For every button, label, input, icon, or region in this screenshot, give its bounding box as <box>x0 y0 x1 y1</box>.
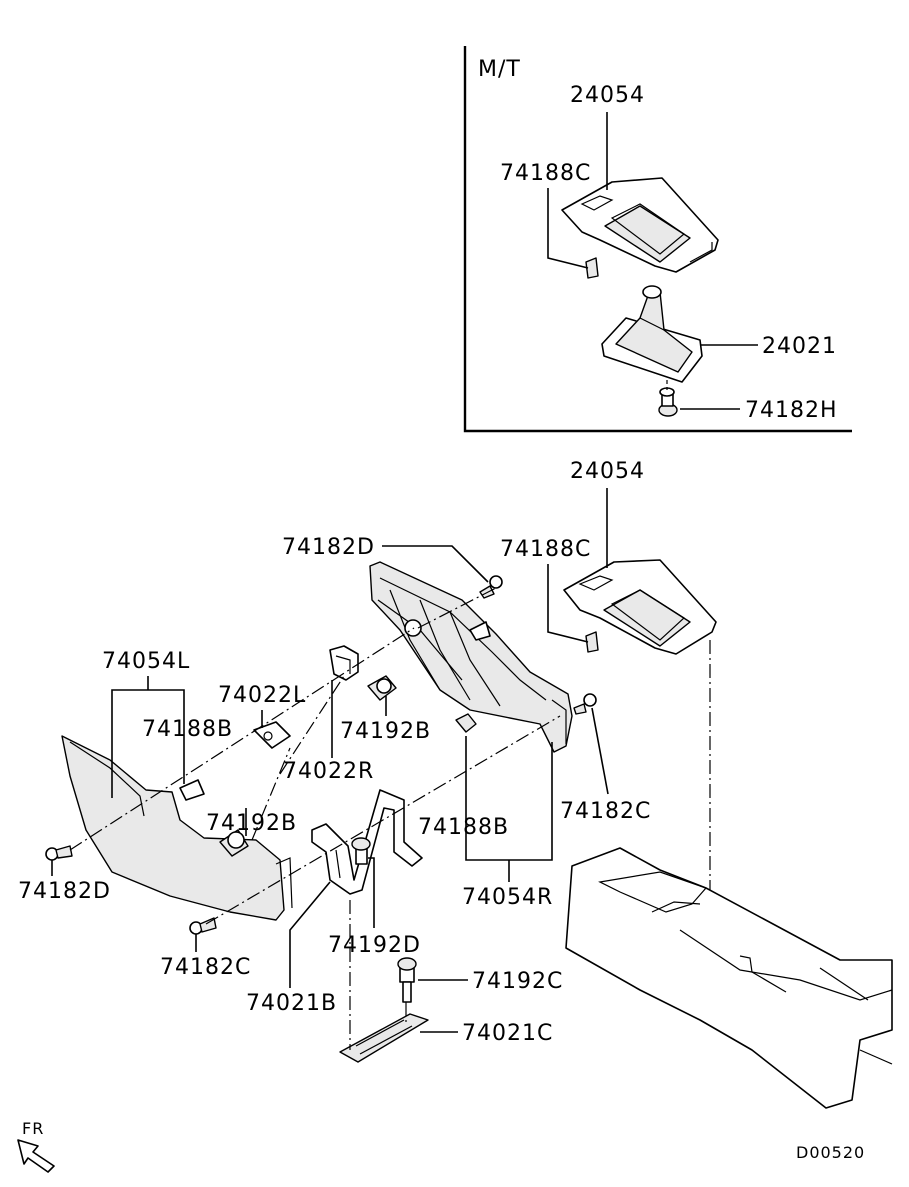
label-74192b-lower: 74192B <box>206 811 297 836</box>
label-74054l: 74054L <box>102 649 190 674</box>
label-74182d-upper: 74182D <box>282 535 375 560</box>
front-arrow-icon <box>17 1139 55 1173</box>
label-74054r: 74054R <box>462 885 553 910</box>
part-74188c-inset[interactable] <box>585 257 599 279</box>
label-24054-inset: 24054 <box>570 83 645 108</box>
front-arrow: FR <box>17 1119 55 1173</box>
part-74054r[interactable] <box>369 561 573 753</box>
part-74188c[interactable] <box>585 631 599 653</box>
label-74182d-left: 74182D <box>18 879 111 904</box>
floor-tunnel <box>565 847 893 1109</box>
label-74192b-upper: 74192B <box>340 719 431 744</box>
part-24054[interactable] <box>563 559 717 655</box>
part-74192c[interactable] <box>397 957 417 1003</box>
label-74188c: 74188C <box>500 537 591 562</box>
label-74021b: 74021B <box>246 991 337 1016</box>
label-74022r: 74022R <box>283 759 374 784</box>
part-74182d-left[interactable] <box>45 845 73 861</box>
label-74021c: 74021C <box>462 1021 553 1046</box>
part-74022l[interactable] <box>253 721 291 749</box>
label-24054: 24054 <box>570 459 645 484</box>
label-74188b-left: 74188B <box>142 717 233 742</box>
diagram-code: D00520 <box>796 1143 865 1162</box>
orientation-label: FR <box>22 1119 44 1138</box>
part-74192b-upper[interactable] <box>367 675 397 701</box>
label-74192c: 74192C <box>472 969 563 994</box>
label-24021: 24021 <box>762 334 837 359</box>
part-74192b-lower[interactable] <box>219 829 249 857</box>
inset-frame <box>463 46 852 433</box>
part-74182c-left[interactable] <box>189 917 217 935</box>
part-74022r[interactable] <box>329 645 359 681</box>
label-74182c-right: 74182C <box>560 799 651 824</box>
mt-inset: M/T 24054 74188C 24021 <box>463 46 852 433</box>
inset-title: M/T <box>478 57 521 82</box>
part-24054-inset[interactable] <box>561 177 719 273</box>
label-74192d: 74192D <box>328 933 421 958</box>
label-74022l: 74022L <box>218 683 306 708</box>
part-24021[interactable] <box>601 285 703 383</box>
label-74182c-left: 74182C <box>160 955 251 980</box>
main-assembly: 24054 74188C 74054R 74182D <box>18 459 893 1109</box>
part-74182h[interactable] <box>658 387 678 417</box>
part-74054l[interactable] <box>61 735 293 921</box>
part-74192d[interactable] <box>351 837 371 865</box>
label-74182h: 74182H <box>745 398 838 423</box>
assembly-centerlines <box>69 587 711 1050</box>
label-74188c-inset: 74188C <box>500 161 591 186</box>
part-74188b-center[interactable] <box>455 713 477 733</box>
label-74188b-center: 74188B <box>418 815 509 840</box>
part-74182c-right[interactable] <box>573 693 597 715</box>
part-74021c[interactable] <box>339 1013 429 1063</box>
